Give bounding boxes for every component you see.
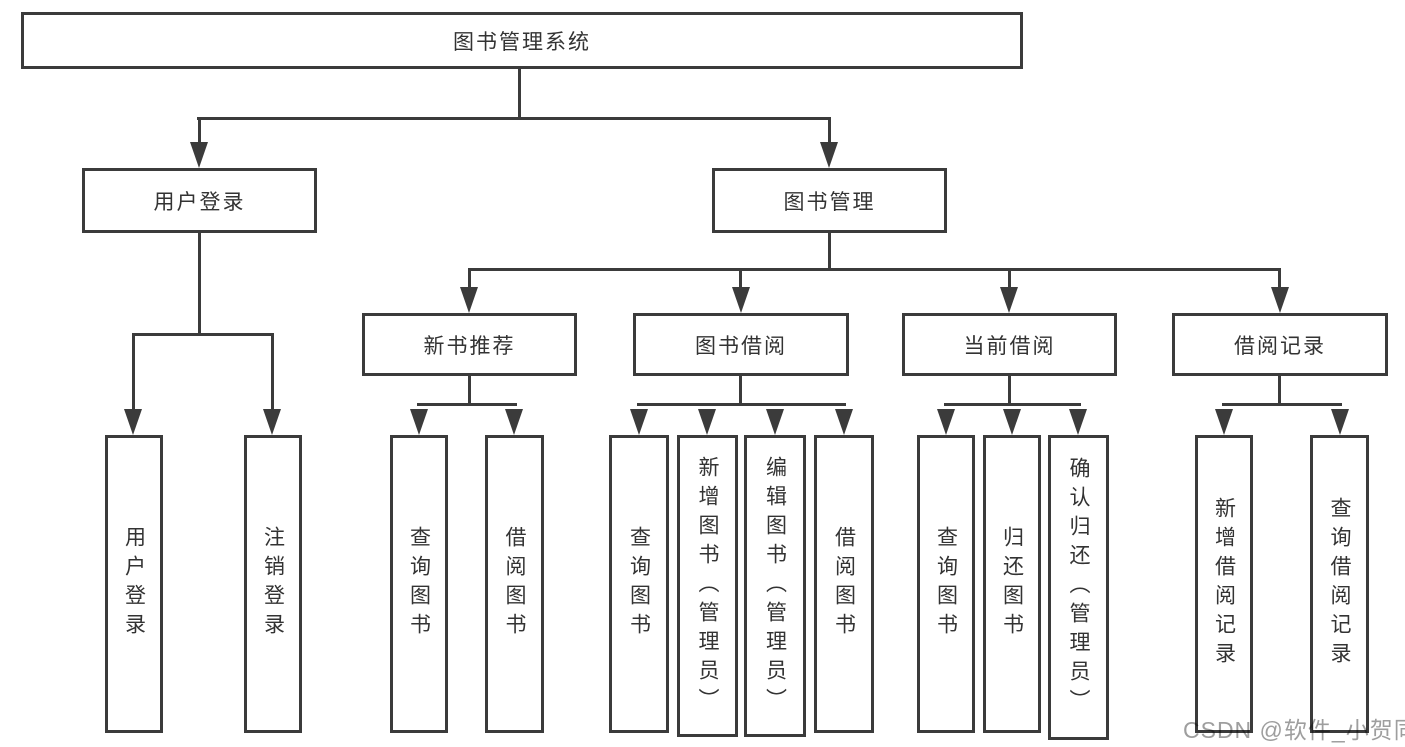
leaf-label: 确认归还（管理员） xyxy=(1067,457,1090,718)
arrowhead-records-query xyxy=(1331,409,1349,435)
leaf-borrowing-query-books: 查询图书 xyxy=(609,435,669,733)
arrowhead-current-return xyxy=(1003,409,1021,435)
arrowhead-current-confirm xyxy=(1069,409,1087,435)
node-label: 图书管理 xyxy=(783,190,876,214)
csdn-watermark: CSDN @软件_小贺同学 xyxy=(1183,717,1405,743)
leaf-current-query-books: 查询图书 xyxy=(917,435,975,733)
leaf-borrowing-borrow-books: 借阅图书 xyxy=(814,435,874,733)
node-label: 当前借阅 xyxy=(963,334,1056,358)
connector-bookmgmt-stem xyxy=(828,233,831,271)
connector-borrowing-stem xyxy=(739,376,742,406)
arrowhead-borrowing xyxy=(732,287,750,313)
node-label: 图书借阅 xyxy=(695,334,787,358)
node-label: 图书管理系统 xyxy=(453,30,591,54)
node-library-management-system: 图书管理系统 xyxy=(21,12,1023,69)
connector-newbook-bar xyxy=(417,403,517,406)
node-new-book-recommend: 新书推荐 xyxy=(362,313,577,376)
leaf-logout: 注销登录 xyxy=(244,435,302,733)
leaf-label: 用户登录 xyxy=(122,526,146,642)
leaf-borrowing-add-books-admin: 新增图书（管理员） xyxy=(677,435,738,737)
leaf-label: 查询借阅记录 xyxy=(1328,497,1351,671)
leaf-label: 编辑图书（管理员） xyxy=(763,455,787,717)
connector-stem-records xyxy=(1278,268,1281,290)
leaf-current-confirm-return-admin: 确认归还（管理员） xyxy=(1048,435,1109,740)
arrowhead-newbook-borrow xyxy=(505,409,523,435)
arrowhead-user-login xyxy=(190,142,208,168)
connector-root-bar xyxy=(197,117,831,120)
node-borrowing-records: 借阅记录 xyxy=(1172,313,1388,376)
node-user-login: 用户登录 xyxy=(82,168,317,233)
connector-userlogin-stem xyxy=(198,233,201,336)
connector-stem-user-login xyxy=(198,117,201,145)
leaf-label: 新增图书（管理员） xyxy=(696,455,719,717)
connector-records-bar xyxy=(1222,403,1342,406)
connector-stem-current xyxy=(1008,268,1011,290)
leaf-current-return-books: 归还图书 xyxy=(983,435,1041,733)
connector-current-stem xyxy=(1008,376,1011,406)
arrowhead-current xyxy=(1000,287,1018,313)
connector-stem-leaf-login xyxy=(132,333,135,409)
leaf-label: 借阅图书 xyxy=(503,526,526,642)
arrowhead-book-management xyxy=(820,142,838,168)
connector-bookmgmt-bar xyxy=(468,268,1281,271)
leaf-label: 查询图书 xyxy=(627,526,651,642)
connector-userlogin-bar xyxy=(132,333,274,336)
arrowhead-leaf-logout xyxy=(263,409,281,435)
arrowhead-new-book xyxy=(460,287,478,313)
node-label: 借阅记录 xyxy=(1234,334,1326,358)
arrowhead-borrowing-borrow xyxy=(835,409,853,435)
connector-stem-borrowing xyxy=(739,268,742,290)
leaf-label: 归还图书 xyxy=(1000,526,1024,642)
arrowhead-leaf-login xyxy=(124,409,142,435)
arrowhead-records-add xyxy=(1215,409,1233,435)
connector-stem-new-book xyxy=(468,268,471,290)
leaf-label: 注销登录 xyxy=(261,526,285,642)
connector-root-stem xyxy=(518,68,521,120)
leaf-newbook-query-books: 查询图书 xyxy=(390,435,448,733)
node-label: 用户登录 xyxy=(153,190,246,214)
connector-stem-book-management xyxy=(828,117,831,145)
leaf-label: 查询图书 xyxy=(407,526,431,642)
leaf-records-query-record: 查询借阅记录 xyxy=(1310,435,1369,733)
arrowhead-newbook-query xyxy=(410,409,428,435)
node-current-borrowing: 当前借阅 xyxy=(902,313,1117,376)
connector-stem-leaf-logout xyxy=(271,333,274,409)
node-label: 新书推荐 xyxy=(423,334,516,358)
leaf-borrowing-edit-books-admin: 编辑图书（管理员） xyxy=(744,435,806,737)
leaf-label: 新增借阅记录 xyxy=(1212,497,1236,671)
connector-current-bar xyxy=(944,403,1081,406)
leaf-label: 查询图书 xyxy=(934,526,958,642)
connector-newbook-stem xyxy=(468,376,471,406)
arrowhead-current-query xyxy=(937,409,955,435)
leaf-records-add-record: 新增借阅记录 xyxy=(1195,435,1253,733)
connector-borrowing-bar xyxy=(637,403,846,406)
node-book-management: 图书管理 xyxy=(712,168,947,233)
leaf-newbook-borrow-books: 借阅图书 xyxy=(485,435,544,733)
leaf-label: 借阅图书 xyxy=(832,526,856,642)
arrowhead-records xyxy=(1271,287,1289,313)
arrowhead-borrowing-query xyxy=(630,409,648,435)
node-book-borrowing: 图书借阅 xyxy=(633,313,849,376)
arrowhead-borrowing-add xyxy=(698,409,716,435)
connector-records-stem xyxy=(1278,376,1281,406)
leaf-user-login: 用户登录 xyxy=(105,435,163,733)
arrowhead-borrowing-edit xyxy=(766,409,784,435)
